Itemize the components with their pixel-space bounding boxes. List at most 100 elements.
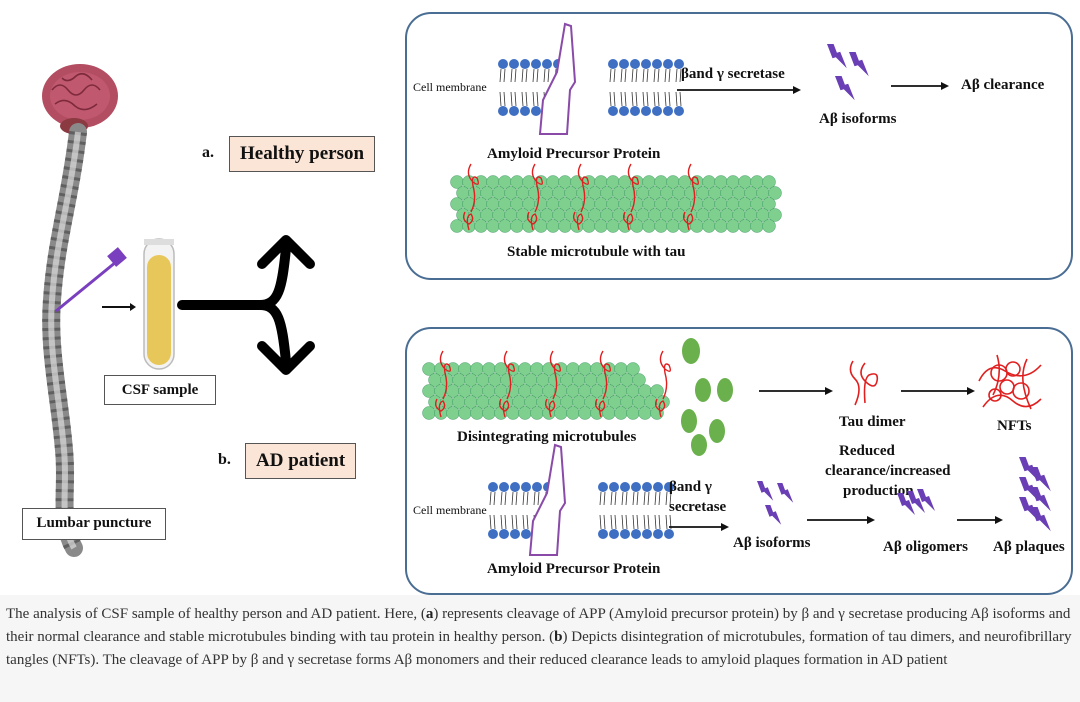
- stable-microtubule-icon: [450, 163, 782, 233]
- abeta-bolt: [1031, 507, 1051, 532]
- arrow-to-plaques: [957, 516, 1003, 524]
- tau-protein: [577, 163, 590, 213]
- tubulin-dimer: [578, 406, 592, 420]
- arrow-secretase-b: [669, 523, 729, 531]
- tubulin-dimer: [450, 219, 464, 233]
- lipid-head: [652, 59, 662, 69]
- lipid-head: [619, 59, 629, 69]
- brain-icon: [42, 64, 118, 134]
- lipid-head: [664, 482, 674, 492]
- abeta-plaques-icon: [1019, 457, 1051, 532]
- tubulin-dimer: [558, 219, 572, 233]
- lipid-head: [542, 59, 552, 69]
- tubulin-dimer: [626, 406, 640, 420]
- tau-protein: [434, 398, 446, 418]
- tau-protein: [682, 211, 694, 231]
- tubulin-dimer: [632, 373, 646, 387]
- abeta-bolt: [765, 505, 782, 525]
- ad-patient-label: AD patient: [245, 443, 357, 479]
- healthy-person-label: Healthy person: [229, 136, 376, 172]
- tubulin-dimer: [666, 219, 680, 233]
- tubulin-dimer: [762, 219, 776, 233]
- lipid-head: [509, 106, 519, 116]
- lipid-head: [642, 482, 652, 492]
- lumbar-puncture-label: Lumbar puncture: [22, 508, 166, 540]
- needle-icon: [55, 247, 127, 313]
- lipid-head: [653, 529, 663, 539]
- caption-part-3: ) Depicts disintegration of microtubules…: [6, 629, 1072, 668]
- lipid-head: [641, 106, 651, 116]
- tau-protein: [467, 163, 480, 213]
- nfts-icon: [978, 354, 1042, 410]
- tau-protein: [594, 398, 606, 418]
- tubulin-dimer: [458, 406, 472, 420]
- tau-protein: [654, 398, 666, 418]
- secretase-label-b-line1: βand γ: [669, 479, 712, 495]
- lipid-head: [631, 482, 641, 492]
- lipid-head: [608, 59, 618, 69]
- arrow-to-dimer: [759, 387, 833, 395]
- tubulin-dimer: [474, 219, 488, 233]
- branch-b-letter: b.: [218, 451, 231, 468]
- tubulin-dimer: [462, 219, 476, 233]
- lipid-head: [531, 59, 541, 69]
- lipid-head: [630, 106, 640, 116]
- tubulin-dimer: [614, 406, 628, 420]
- spine-icon: [42, 123, 87, 557]
- isoforms-label-b: Aβ isoforms: [733, 535, 811, 551]
- arrow-to-nfts: [901, 387, 975, 395]
- lipid-head: [652, 106, 662, 116]
- abeta-bolt: [835, 76, 855, 101]
- tubulin-dimer: [726, 219, 740, 233]
- tau-dimer-label: Tau dimer: [839, 414, 906, 430]
- abeta-bolt: [907, 491, 925, 513]
- tubulin-dimer: [446, 406, 460, 420]
- tubulin-dimer: [714, 219, 728, 233]
- microtubule-label-a: Stable microtubule with tau: [507, 244, 686, 260]
- lipid-head: [653, 482, 663, 492]
- microtubule-label-b: Disintegrating microtubules: [457, 429, 637, 445]
- cell-membrane-label-b: Cell membrane: [413, 503, 487, 517]
- tubulin-dimer: [546, 219, 560, 233]
- tubulin-dimer: [582, 219, 596, 233]
- arrow-secretase-a: [677, 86, 801, 94]
- tubulin-dimer: [554, 406, 568, 420]
- tubulin-dimer: [638, 406, 652, 420]
- brain-spine-illustration: [42, 64, 127, 557]
- tubulin-dimer: [654, 219, 668, 233]
- tau-protein: [549, 350, 562, 400]
- reduced-label-line3: production: [843, 483, 914, 499]
- reduced-label-line2: clearance/increased: [825, 463, 951, 479]
- cell-membrane-a: [498, 59, 684, 116]
- branch-a-letter: a.: [202, 144, 214, 161]
- lipid-head: [642, 529, 652, 539]
- tau-protein: [439, 350, 452, 400]
- lipid-head: [498, 59, 508, 69]
- tubulin-dimer: [702, 219, 716, 233]
- abeta-bolt: [777, 483, 794, 503]
- abeta-bolt: [1019, 477, 1039, 502]
- panel-healthy: Cell membrane Amyloid Precursor Protein …: [405, 12, 1073, 280]
- lipid-head: [510, 482, 520, 492]
- tubulin-dimer: [762, 197, 776, 211]
- lipid-head: [498, 106, 508, 116]
- lipid-head: [520, 106, 530, 116]
- tubulin-dimer: [486, 219, 500, 233]
- tubulin-dimer: [606, 219, 620, 233]
- tubulin-fragments-icon: [681, 338, 733, 456]
- arrow-to-tube: [102, 303, 136, 311]
- tubulin-dimer: [566, 406, 580, 420]
- arrow-clearance-a: [891, 82, 949, 90]
- lipid-head: [531, 106, 541, 116]
- lipid-head: [608, 106, 618, 116]
- lipid-head: [641, 59, 651, 69]
- abeta-bolt: [917, 489, 935, 511]
- tau-protein: [627, 163, 640, 213]
- caption-part-1: The analysis of CSF sample of healthy pe…: [6, 606, 426, 622]
- figure: Lumbar puncture CSF sample a. Healthy pe…: [22, 12, 1073, 595]
- test-tube-icon: [143, 238, 175, 370]
- lipid-head: [488, 529, 498, 539]
- lipid-head: [674, 59, 684, 69]
- oligomers-label: Aβ oligomers: [883, 539, 968, 555]
- abeta-isoforms-icon-b: [757, 481, 794, 525]
